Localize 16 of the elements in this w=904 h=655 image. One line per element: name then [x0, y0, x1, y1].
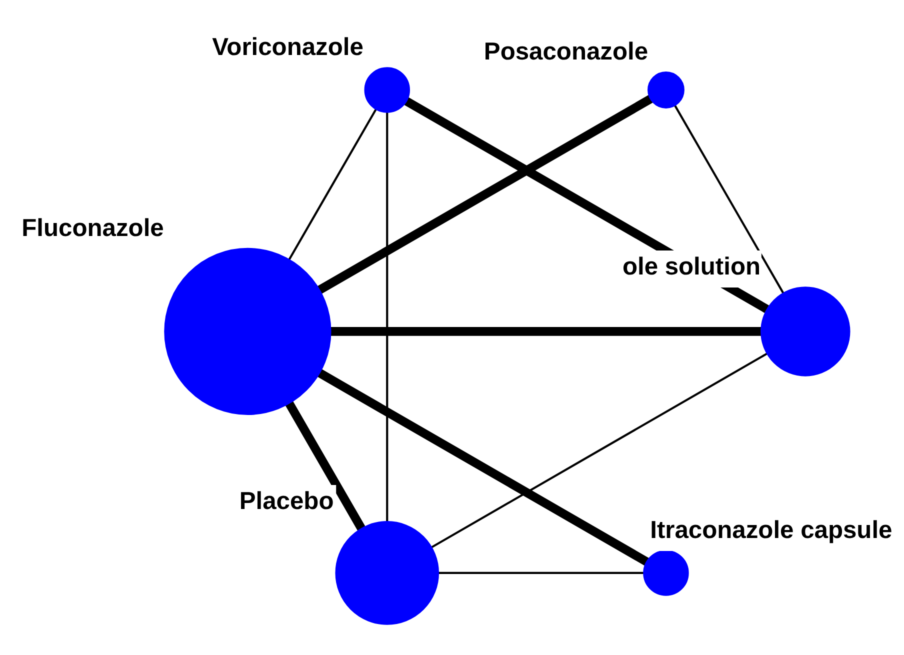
- node-circle: [364, 67, 410, 113]
- node-circle: [648, 72, 684, 108]
- connector: [438, 572, 644, 574]
- node-circle: [164, 248, 332, 416]
- node-label: Voriconazole: [212, 34, 364, 62]
- connector: [288, 108, 377, 260]
- connector: [386, 112, 388, 522]
- node-text: Itraconazole capsule: [650, 517, 892, 544]
- connector: [317, 369, 650, 566]
- node-label: Posaconazole: [484, 38, 648, 66]
- node-label: Fluconazole: [22, 214, 164, 242]
- connector: [317, 95, 653, 294]
- connector: [674, 105, 784, 294]
- connector: [330, 327, 762, 336]
- connector: [431, 352, 768, 548]
- connector: [285, 401, 366, 531]
